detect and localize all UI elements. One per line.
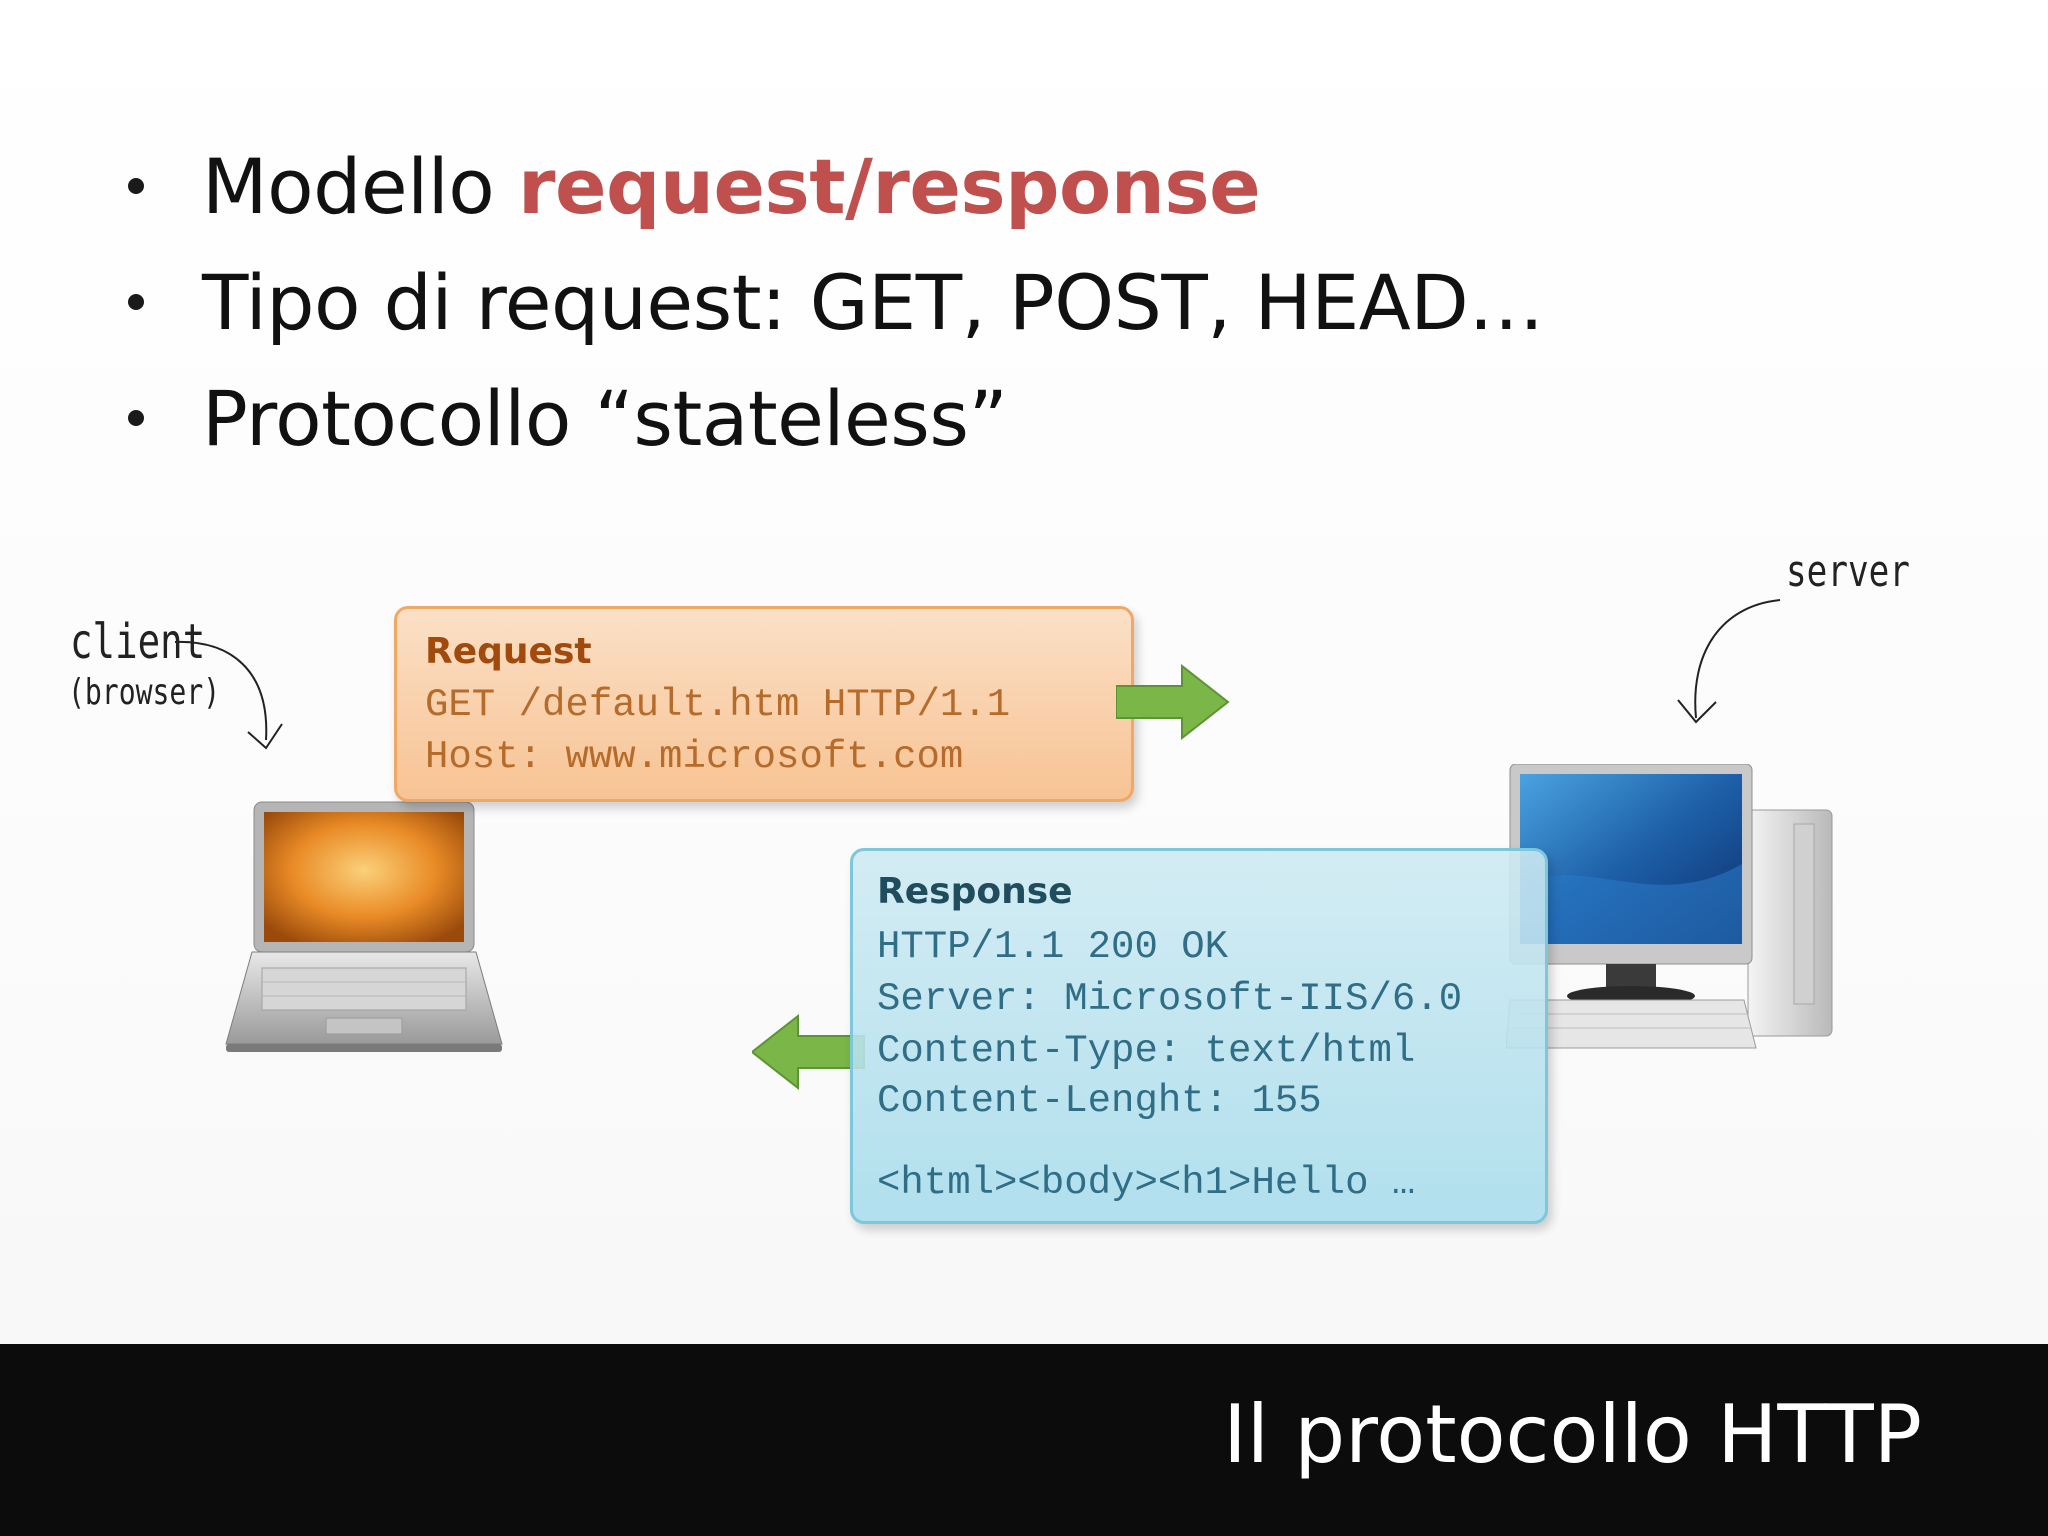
slide-title: Il protocollo HTTP [1223, 1388, 1922, 1481]
request-line: GET /default.htm HTTP/1.1 [425, 683, 1011, 727]
laptop-icon [225, 801, 503, 1052]
bullet-text: Tipo di request: GET, POST, HEAD… [202, 257, 1544, 347]
response-line: <html><body><h1>Hello … [877, 1161, 1416, 1205]
bullet-text: Modello request/response [202, 141, 1261, 231]
response-box: Response HTTP/1.1 200 OK Server: Microso… [850, 848, 1548, 1224]
left-arrow-icon [752, 1014, 865, 1090]
bullet-dot [128, 410, 144, 426]
client-sublabel: (browser) [68, 672, 221, 713]
request-title: Request [425, 631, 592, 672]
bullet-item: Protocollo “stateless” [118, 360, 1818, 476]
bullet-item: Modello request/response [118, 128, 1818, 244]
server-pointer-arrow-icon [1677, 599, 1781, 724]
footer-bar: Il protocollo HTTP [0, 1344, 2048, 1536]
bullet-dot [128, 178, 144, 194]
bullet-list: Modello request/response Tipo di request… [118, 128, 1818, 476]
bullet-item: Tipo di request: GET, POST, HEAD… [118, 244, 1818, 360]
response-line: Content-Lenght: 155 [877, 1079, 1322, 1123]
client-pointer-arrow-icon [174, 640, 283, 750]
bullet-dot [128, 294, 144, 310]
desktop-computer-icon [1506, 764, 1833, 1049]
bullet-prefix: Modello [202, 141, 518, 231]
response-title: Response [877, 871, 1073, 912]
request-line: Host: www.microsoft.com [425, 735, 964, 779]
response-line: Content-Type: text/html [877, 1029, 1416, 1073]
server-label: server [1786, 546, 1910, 597]
response-line: Server: Microsoft-IIS/6.0 [877, 977, 1463, 1021]
bullet-emphasis: request/response [517, 141, 1261, 231]
bullet-text: Protocollo “stateless” [202, 373, 1008, 463]
right-arrow-icon [1116, 664, 1230, 740]
request-box: Request GET /default.htm HTTP/1.1 Host: … [394, 606, 1134, 802]
response-line: HTTP/1.1 200 OK [877, 925, 1229, 969]
